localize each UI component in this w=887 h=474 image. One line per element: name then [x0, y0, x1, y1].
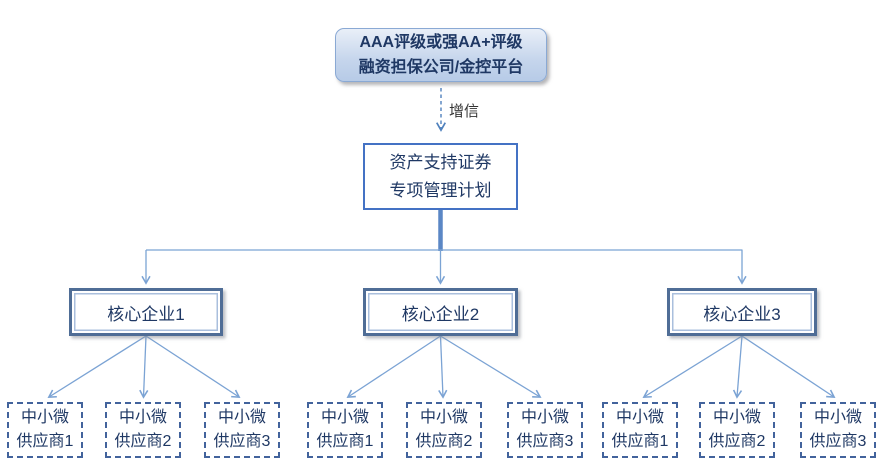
fan-1-2	[139, 335, 149, 399]
supplier-node-1-1: 中小微 供应商1	[7, 402, 83, 458]
supplier-2-3-line1: 中小微	[520, 409, 569, 426]
supplier-2-2-line2: 供应商2	[415, 433, 473, 450]
supplier-2-2-line1: 中小微	[419, 409, 468, 426]
abs-plan-node: 资产支持证券 专项管理计划	[363, 143, 518, 210]
supplier-2-1-line1: 中小微	[320, 409, 369, 426]
supplier-node-2-3: 中小微 供应商3	[507, 402, 583, 458]
supplier-node-2-1: 中小微 供应商1	[307, 402, 383, 458]
guarantor-line2: 融资担保公司/金控平台	[358, 59, 524, 76]
supplier-1-3-line2: 供应商3	[213, 433, 271, 450]
fan-1-1	[47, 335, 147, 398]
fan-3-3	[741, 335, 836, 398]
supplier-node-3-3: 中小微 供应商3	[800, 402, 876, 458]
supplier-1-1-line2: 供应商1	[16, 433, 74, 450]
fan-2-3	[440, 335, 542, 398]
supplier-3-3-line1: 中小微	[813, 409, 862, 426]
supplier-node-3-1: 中小微 供应商1	[602, 402, 678, 458]
fan-2-2	[438, 335, 448, 399]
abs-plan-line2: 专项管理计划	[389, 180, 492, 200]
credit-edge-label: 增信	[449, 103, 480, 120]
guarantor-line1: AAA评级或强AA+评级	[359, 34, 523, 51]
supplier-3-1-line1: 中小微	[615, 409, 664, 426]
supplier-3-3-line2: 供应商3	[809, 433, 867, 450]
fan-3-1	[642, 335, 743, 398]
supplier-1-2-line1: 中小微	[118, 409, 167, 426]
fan-3-2	[732, 335, 743, 399]
supplier-1-1-line1: 中小微	[20, 409, 69, 426]
supplier-1-2-line2: 供应商2	[114, 433, 172, 450]
core-enterprise-1-label: 核心企业1	[107, 304, 185, 324]
supplier-2-1-line2: 供应商1	[316, 433, 374, 450]
fan-1-3	[145, 335, 241, 398]
supplier-node-2-2: 中小微 供应商2	[406, 402, 482, 458]
fan-2-1	[346, 335, 441, 398]
supplier-3-1-line2: 供应商1	[611, 433, 669, 450]
guarantor-node: AAA评级或强AA+评级 融资担保公司/金控平台	[335, 28, 547, 82]
core-enterprise-2-label: 核心企业2	[401, 304, 480, 324]
supplier-3-2-line1: 中小微	[712, 409, 761, 426]
core-enterprise-3-node: 核心企业3	[667, 288, 817, 336]
supplier-node-1-3: 中小微 供应商3	[204, 402, 280, 458]
supplier-1-3-line1: 中小微	[217, 409, 266, 426]
supplier-2-3-line2: 供应商3	[516, 433, 574, 450]
supplier-node-3-2: 中小微 供应商2	[699, 402, 775, 458]
core-enterprise-1-node: 核心企业1	[69, 288, 223, 336]
core-enterprise-2-node: 核心企业2	[363, 288, 518, 336]
supplier-node-1-2: 中小微 供应商2	[105, 402, 181, 458]
supplier-3-2-line2: 供应商2	[708, 433, 766, 450]
abs-plan-line1: 资产支持证券	[389, 152, 492, 172]
core-enterprise-3-label: 核心企业3	[703, 304, 781, 324]
